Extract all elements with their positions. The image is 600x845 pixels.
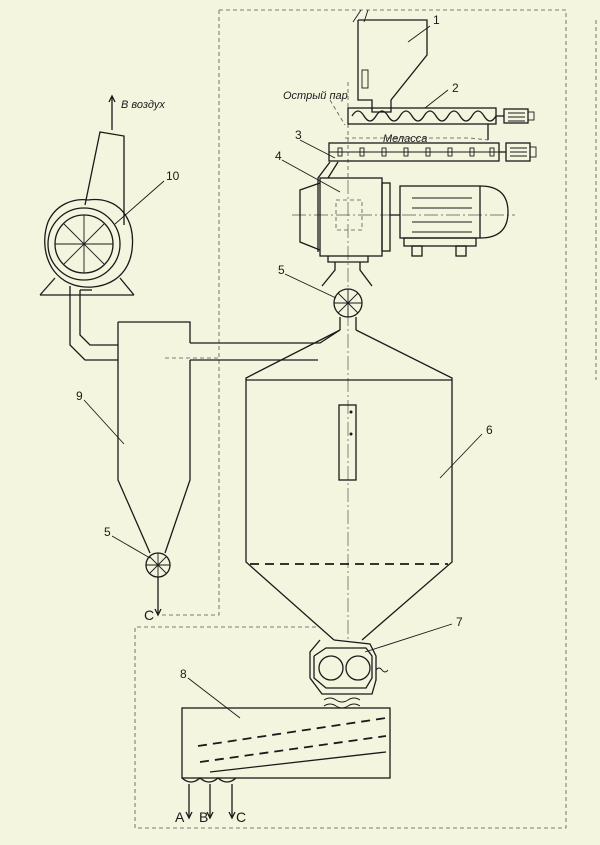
leader-lines [83, 25, 483, 719]
dashed-frame [134, 9, 597, 829]
screw-feeder [347, 107, 535, 140]
label-3: 3 [295, 128, 302, 142]
label-10: 10 [166, 169, 180, 183]
output-a: A [175, 809, 185, 825]
label-8: 8 [180, 667, 187, 681]
molasses-label: Меласса [383, 133, 427, 145]
live-steam-label: Острый пар [283, 90, 348, 102]
label-5-top: 5 [278, 263, 285, 277]
output-c-bottom: C [236, 809, 246, 825]
label-1: 1 [433, 13, 440, 27]
granulator [299, 161, 509, 287]
label-9: 9 [76, 389, 83, 403]
mixer-conditioner [328, 137, 537, 162]
label-7: 7 [456, 615, 463, 629]
fan [39, 94, 135, 296]
rotary-valve-cyclone [145, 552, 171, 617]
sorter [181, 707, 391, 820]
cooler-column [245, 329, 453, 641]
label-6: 6 [486, 423, 493, 437]
exhaust-duct [69, 286, 118, 361]
rotary-valve-top [333, 288, 363, 330]
to-air-label: В воздух [121, 99, 165, 111]
label-4: 4 [275, 149, 282, 163]
cyclone [117, 321, 341, 554]
output-b: B [199, 809, 208, 825]
output-c-cyclone: C [144, 607, 154, 623]
hopper [352, 9, 428, 113]
crumbler [309, 639, 389, 709]
label-5-cyclone: 5 [104, 525, 111, 539]
label-2: 2 [452, 81, 459, 95]
